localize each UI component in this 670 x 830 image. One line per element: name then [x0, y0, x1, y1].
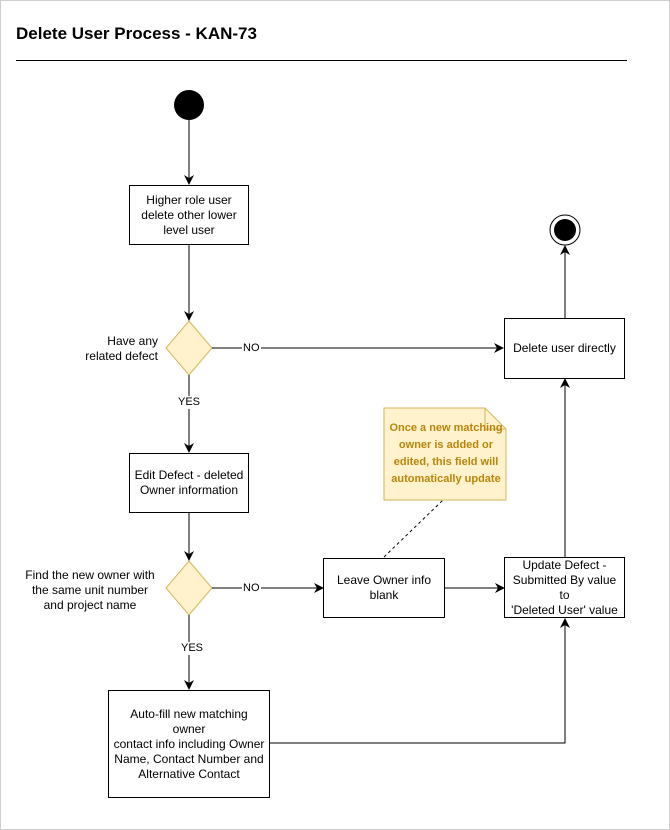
process-delete-user-directly: Delete user directly: [504, 318, 625, 379]
note-auto-update: Once a new matching owner is added or ed…: [389, 422, 503, 485]
edge-label-no-1: NO: [242, 342, 261, 355]
note-shape: [383, 407, 507, 501]
edge-autofill-to-update: [270, 618, 570, 744]
decision-related-defect-label: Have any related defect: [85, 334, 158, 363]
title-divider: [16, 60, 627, 61]
process-update-defect: Update Defect - Submitted By value to 'D…: [504, 557, 625, 618]
process-higher-role-delete: Higher role user delete other lower leve…: [129, 185, 249, 245]
decision-find-owner-label: Find the new owner with the same unit nu…: [25, 568, 155, 612]
edge-label-yes-1: YES: [177, 396, 202, 409]
decision-find-new-owner: [165, 560, 213, 616]
process-auto-fill-owner: Auto-fill new matching owner contact inf…: [108, 690, 270, 798]
decision-related-defect: [165, 320, 213, 376]
edge-label-no-2: NO: [242, 582, 261, 595]
start-node: [174, 90, 204, 120]
process-leave-owner-blank: Leave Owner info blank: [323, 558, 445, 618]
edge-label-yes-2: YES: [180, 642, 205, 655]
note-fold: [484, 408, 506, 430]
note-connector: [383, 499, 444, 558]
end-node: [549, 214, 581, 246]
diagram-title: Delete User Process - KAN-73: [16, 24, 257, 43]
process-edit-defect: Edit Defect - deleted Owner information: [129, 453, 249, 513]
